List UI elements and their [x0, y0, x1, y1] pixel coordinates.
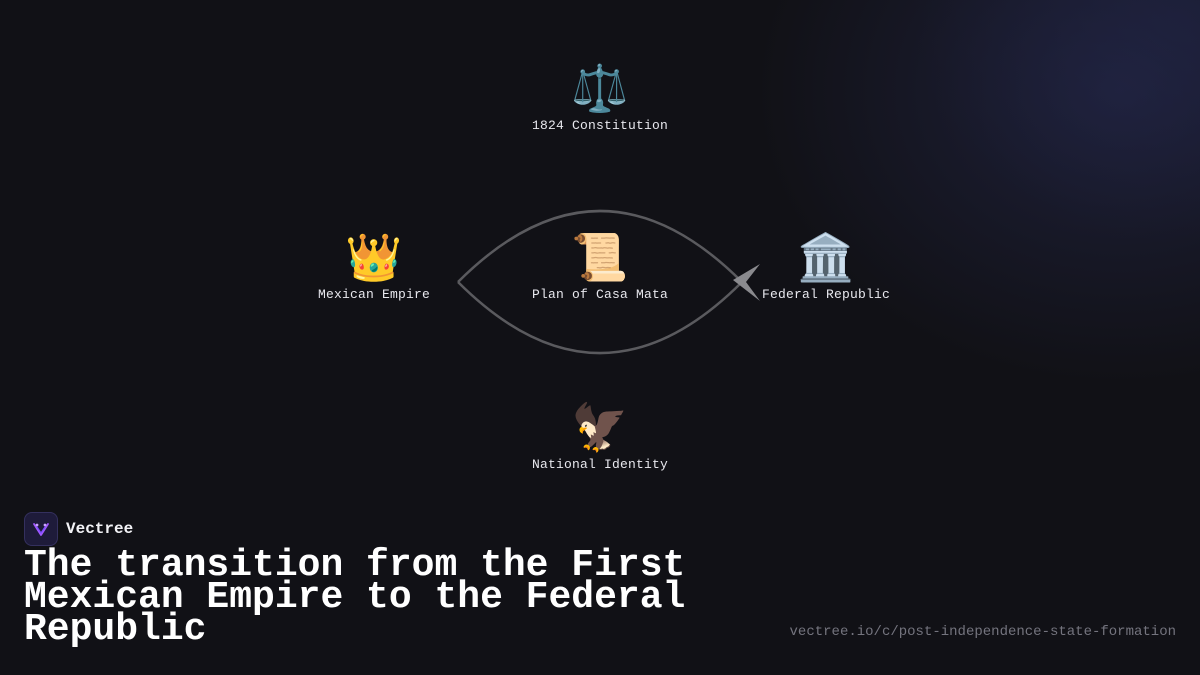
arrowhead-icon: [733, 264, 760, 301]
node-1824-constitution: ⚖️ 1824 Constitution: [500, 60, 700, 133]
connector-lower-arc: [457, 281, 743, 355]
node-label: Federal Republic: [761, 287, 891, 302]
scroll-icon: 📜: [571, 230, 629, 284]
crown-icon: 👑: [345, 230, 403, 284]
node-mexican-empire: 👑 Mexican Empire: [274, 229, 474, 302]
vectree-logo-icon: [24, 512, 58, 546]
connector-upper-arc: [457, 209, 743, 283]
scales-icon: ⚖️: [571, 61, 629, 115]
node-federal-republic: 🏛️ Federal Republic: [726, 229, 926, 302]
node-label: 1824 Constitution: [531, 118, 669, 133]
node-national-identity: 🦅 National Identity: [500, 399, 700, 472]
brand-name: Vectree: [66, 520, 134, 538]
classical-building-icon: 🏛️: [797, 230, 855, 284]
node-plan-of-casa-mata: 📜 Plan of Casa Mata: [500, 229, 700, 302]
eagle-icon: 🦅: [571, 400, 629, 454]
node-label: Plan of Casa Mata: [531, 287, 669, 302]
brand: Vectree: [24, 512, 133, 546]
node-label: National Identity: [531, 457, 669, 472]
node-label: Mexican Empire: [317, 287, 431, 302]
source-url: vectree.io/c/post-independence-state-for…: [789, 624, 1176, 640]
page-title: The transition from the First Mexican Em…: [24, 544, 686, 651]
